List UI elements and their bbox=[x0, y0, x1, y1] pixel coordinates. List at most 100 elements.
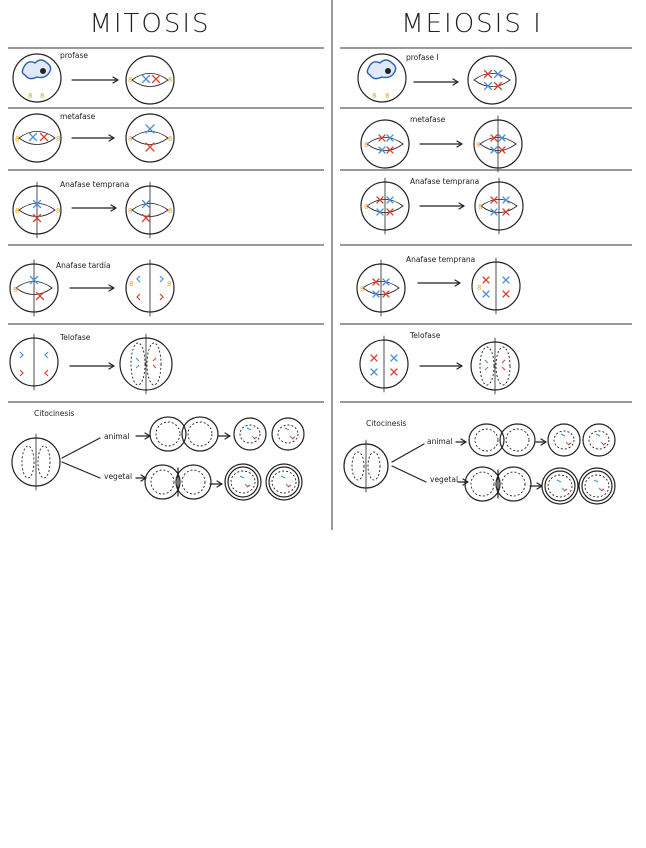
branch-line bbox=[62, 438, 100, 458]
cell-half bbox=[145, 465, 180, 499]
cell-mitosis-vegetal-daughter-1 bbox=[225, 464, 261, 500]
nuclear-envelope bbox=[38, 446, 50, 478]
spindle-fiber bbox=[474, 73, 510, 80]
arrow-mitosis-late-anaphase bbox=[70, 285, 114, 291]
cell-mitosis-animal-daughter-2 bbox=[272, 418, 304, 450]
chromosome bbox=[377, 197, 383, 203]
spindle-fiber bbox=[132, 131, 168, 138]
centrosome: 8 bbox=[364, 203, 368, 211]
arrow-meiosis-animal-2 bbox=[536, 439, 546, 445]
cell-mitosis-prometaphase: 88 bbox=[126, 56, 174, 104]
cell-membrane bbox=[266, 464, 302, 500]
cell-mitosis-late-anaphase-2: 88 bbox=[126, 260, 174, 316]
centrosome: 8 bbox=[128, 76, 132, 84]
nuclear-envelope bbox=[272, 471, 296, 493]
nuclear-envelope bbox=[554, 431, 574, 449]
cell-meiosis-cytokinesis bbox=[344, 440, 388, 492]
cell-meiosis-vegetal-daughter-1 bbox=[542, 468, 578, 504]
branch-line bbox=[62, 462, 100, 478]
cell-mitosis-early-anaphase: 88 bbox=[13, 182, 61, 238]
cell-meiosis-vegetal-dividing bbox=[465, 467, 531, 501]
chromatin bbox=[281, 476, 289, 487]
nuclear-envelope bbox=[475, 429, 498, 451]
spindle-fiber bbox=[132, 73, 168, 80]
arrow-meiosis-early-anaphase bbox=[420, 203, 464, 209]
row-label-meiosis-prophase: profase I bbox=[406, 53, 439, 62]
centrosome: 8 bbox=[477, 284, 481, 292]
centrosome: 8 bbox=[476, 141, 480, 149]
arrow-mitosis-prophase bbox=[72, 77, 118, 83]
chromatin bbox=[285, 428, 293, 439]
centrosome: 8 bbox=[372, 92, 376, 100]
cell-meiosis-vegetal-daughter-2 bbox=[579, 468, 615, 504]
centrosome: 8 bbox=[56, 207, 60, 215]
cell-mitosis-metaphase: 88 bbox=[13, 114, 61, 162]
chromosome bbox=[387, 209, 393, 215]
centrosome: 8 bbox=[28, 92, 32, 100]
chromosome bbox=[383, 279, 389, 285]
row-label-meiosis-metaphase: metafase bbox=[410, 115, 446, 124]
cell-membrane bbox=[548, 424, 580, 456]
row-label-meiosis-early-anaphase: Anafase temprana bbox=[410, 177, 479, 186]
row-label-mitosis-prophase: profase bbox=[60, 51, 88, 60]
cell-meiosis-telophase bbox=[360, 336, 408, 392]
chromosome bbox=[483, 291, 489, 297]
cell-wall bbox=[582, 471, 612, 501]
chromosome bbox=[30, 134, 37, 141]
cell-meiosis-anaphase: 8 bbox=[357, 260, 405, 316]
chromatin bbox=[561, 434, 569, 445]
arrow-mitosis-early-anaphase bbox=[72, 205, 116, 211]
chromosome bbox=[41, 134, 48, 141]
cell-mitosis-prophase: 88 bbox=[13, 54, 61, 102]
nuclear-envelope bbox=[471, 472, 494, 496]
cell-mitosis-vegetal-dividing bbox=[145, 465, 211, 499]
chromosome bbox=[373, 291, 379, 297]
branch-line bbox=[392, 444, 424, 462]
row-label-mitosis-telophase: Telofase bbox=[59, 333, 91, 342]
nuclear-envelope bbox=[147, 343, 161, 385]
arrow-meiosis-animal-1 bbox=[456, 439, 466, 445]
chromatid bbox=[502, 360, 505, 370]
chromosome bbox=[483, 277, 489, 283]
cell-wall bbox=[269, 467, 299, 497]
cell-membrane bbox=[579, 468, 615, 504]
nucleolus bbox=[385, 68, 391, 74]
arrow-mitosis-vegetal-2 bbox=[210, 481, 222, 487]
cell-meiosis-animal-dividing bbox=[469, 424, 535, 456]
chromosome bbox=[153, 76, 160, 83]
spindle-fiber bbox=[474, 80, 510, 87]
nuclear-envelope bbox=[151, 470, 174, 494]
arrow-meiosis-prophase bbox=[414, 79, 458, 85]
nuclear-envelope bbox=[131, 343, 145, 385]
centrosome: 8 bbox=[56, 135, 60, 143]
branch-label-meiosis-animal: animal bbox=[427, 437, 452, 446]
cell-mitosis-metaphase-2: 88 bbox=[126, 114, 174, 162]
cell-meiosis-animal-daughter-1 bbox=[548, 424, 580, 456]
arrow-meiosis-anaphase bbox=[418, 280, 460, 286]
centrosome: 8 bbox=[385, 92, 389, 100]
centrosome: 8 bbox=[13, 286, 17, 294]
row-label-mitosis-metaphase: metafase bbox=[60, 112, 96, 121]
nuclear-envelope bbox=[506, 429, 529, 451]
nuclear-envelope bbox=[156, 422, 180, 446]
cell-mitosis-late-anaphase: 8 bbox=[10, 260, 58, 316]
centrosome: 8 bbox=[40, 92, 44, 100]
centrosome: 8 bbox=[364, 141, 368, 149]
chromosome bbox=[143, 76, 150, 83]
centrosome: 8 bbox=[168, 135, 172, 143]
chromosome bbox=[143, 215, 150, 222]
cell-mitosis-animal-dividing bbox=[150, 417, 218, 451]
centrosome: 8 bbox=[168, 207, 172, 215]
chromatid bbox=[136, 358, 139, 368]
cell-membrane bbox=[126, 114, 174, 162]
chromatid bbox=[485, 360, 488, 370]
chromosome bbox=[503, 277, 509, 283]
chromatin bbox=[596, 434, 604, 445]
spindle-fiber bbox=[132, 138, 168, 145]
arrow-mitosis-telophase bbox=[70, 363, 114, 369]
nuclear-envelope bbox=[585, 475, 609, 497]
row-label-meiosis-cytokinesis: Citocinesis bbox=[366, 419, 406, 428]
arrow-mitosis-metaphase bbox=[72, 135, 114, 141]
centrosome: 8 bbox=[478, 203, 482, 211]
nuclear-envelope bbox=[548, 475, 572, 497]
